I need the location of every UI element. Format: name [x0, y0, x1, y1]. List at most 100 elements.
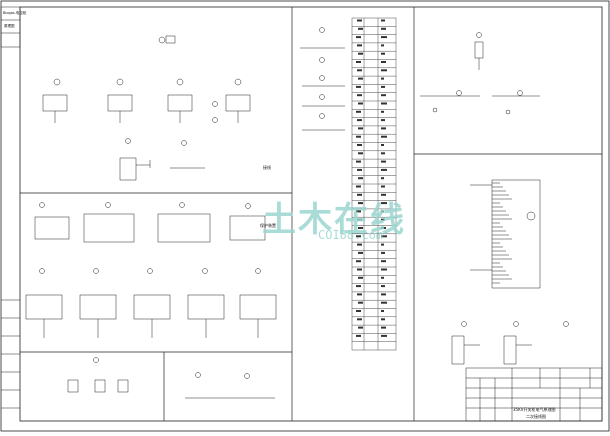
terminal-mark: [356, 210, 361, 213]
panel-label: 接线: [263, 165, 271, 170]
terminal-mark: [381, 210, 384, 213]
terminal-mark: [381, 202, 387, 205]
terminal-mark: [381, 276, 384, 279]
terminal-mark: [381, 110, 384, 113]
terminal-mark: [357, 19, 362, 22]
section-dividers: [20, 7, 602, 421]
terminal-mark: [358, 251, 363, 254]
meter-section-label: 保护装置: [260, 223, 276, 228]
terminal-mark: [358, 227, 363, 229]
terminal-mark: [357, 218, 362, 221]
terminal-mark: [356, 110, 361, 113]
terminal-mark: [357, 119, 362, 122]
terminal-mark: [381, 227, 386, 229]
terminal-mark: [381, 85, 385, 88]
terminal-mark: [381, 310, 384, 312]
terminal-mark: [381, 218, 385, 221]
terminal-mark: [356, 160, 361, 163]
left-strip-top-label: Biogas.电控柜: [3, 11, 27, 15]
terminal-mark: [381, 193, 386, 196]
watermark-cn: 土木在线: [262, 200, 406, 240]
terminal-strip: [351, 17, 397, 351]
terminal-mark: [357, 318, 362, 321]
terminal-mark: [381, 260, 386, 263]
terminal-mark: [358, 177, 363, 180]
terminal-mark: [381, 44, 384, 47]
top-relay-group: [42, 35, 251, 181]
drawing-title-line2: 二次接线图: [526, 414, 546, 419]
terminal-mark: [381, 160, 386, 163]
terminal-mark: [381, 185, 385, 188]
drawing-title-line1: 35KV开关柜电气原理图: [513, 407, 556, 412]
lower-relay-row: [25, 268, 277, 338]
terminal-mark: [381, 94, 386, 97]
terminal-mark: [381, 334, 387, 337]
terminal-mark: [381, 127, 386, 130]
terminal-mark: [381, 318, 385, 321]
terminal-mark: [381, 243, 384, 246]
strip-left-symbols: [300, 27, 345, 131]
terminal-mark: [357, 69, 362, 72]
terminal-mark: [356, 285, 361, 288]
title-block: [465, 367, 603, 422]
terminal-mark: [356, 36, 361, 39]
terminal-mark: [356, 334, 361, 337]
terminal-mark: [381, 119, 385, 122]
left-strip: [0, 6, 21, 409]
terminal-mark: [381, 177, 384, 180]
terminal-mark: [358, 202, 363, 205]
mid-module-group: [34, 202, 266, 243]
terminal-mark: [358, 102, 363, 105]
right-mid-block: [470, 179, 541, 289]
terminal-mark: [381, 102, 387, 105]
right-top-group: [420, 32, 540, 115]
terminal-mark: [358, 27, 363, 30]
bottom-left-group: [67, 357, 275, 399]
terminal-mark: [357, 268, 362, 271]
terminal-mark: [381, 293, 386, 296]
terminal-mark: [381, 77, 384, 80]
terminal-mark: [381, 69, 387, 72]
terminal-mark: [357, 168, 362, 171]
terminal-mark: [356, 85, 361, 88]
right-bottom-group: [451, 321, 569, 365]
terminal-mark: [381, 144, 384, 146]
terminal-mark: [356, 260, 361, 263]
terminal-mark: [358, 77, 363, 80]
terminal-mark: [381, 36, 387, 39]
terminal-mark: [356, 235, 361, 238]
terminal-mark: [381, 61, 386, 63]
terminal-mark: [381, 285, 385, 288]
terminal-mark: [358, 326, 363, 329]
terminal-mark: [381, 168, 387, 171]
terminal-mark: [381, 251, 385, 254]
terminal-mark: [356, 135, 361, 138]
terminal-mark: [381, 326, 386, 329]
terminal-mark: [381, 135, 387, 138]
terminal-mark: [358, 127, 363, 130]
terminal-mark: [381, 27, 386, 30]
terminal-mark: [357, 144, 362, 146]
terminal-mark: [358, 152, 363, 155]
inner-frame: [19, 6, 603, 422]
terminal-mark: [357, 44, 362, 47]
terminal-mark: [356, 61, 361, 63]
terminal-mark: [357, 243, 362, 246]
watermark-en: COI88.com: [318, 228, 384, 242]
terminal-mark: [356, 185, 361, 188]
terminal-mark: [356, 310, 361, 312]
terminal-mark: [358, 301, 363, 304]
terminal-mark: [381, 235, 387, 238]
terminal-mark: [381, 152, 385, 155]
terminal-mark: [381, 19, 385, 22]
terminal-mark: [357, 293, 362, 296]
terminal-mark: [381, 301, 387, 304]
terminal-mark: [357, 193, 362, 196]
terminal-mark: [381, 52, 385, 55]
left-strip-sub-label: 原理图: [4, 24, 15, 28]
terminal-mark: [357, 94, 362, 97]
terminal-mark: [358, 52, 363, 55]
